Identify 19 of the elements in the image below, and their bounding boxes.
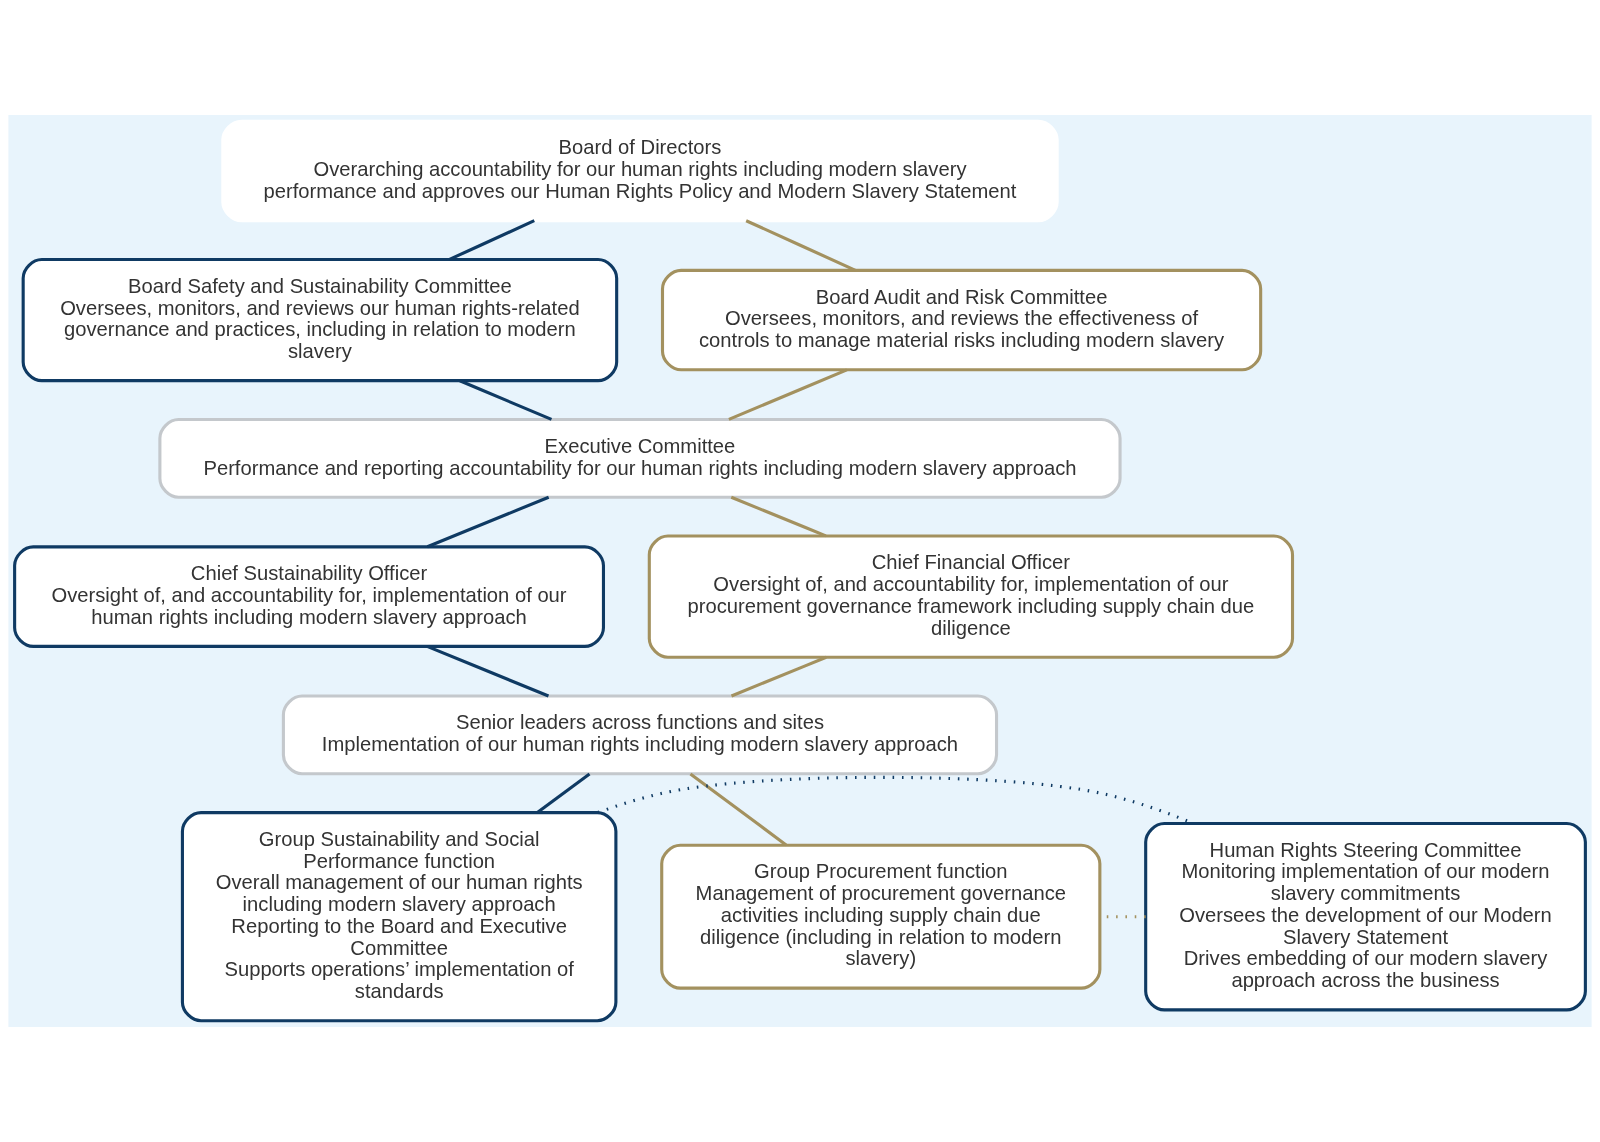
node-box: Human Rights Steering Committee Monitoring implementation of our modern slavery commitments Oversees the development of our Modern Slavery Statement Drives embedding of our modern slavery approach across the business (1144, 821, 1587, 1012)
node-box: Board Audit and Risk Committee Oversees, monitors, and reviews the effectiveness of controls to manage material risks including modern slavery (660, 268, 1263, 372)
node-box: Executive Committee Performance and reporting accountability for our human rights including modern slavery approach (158, 417, 1122, 499)
node-box: Chief Financial Officer Oversight of, and accountability for, implementation of our procurement governance framework including supply chain due diligence (647, 534, 1295, 659)
node-box: Board Safety and Sustainability Committee Oversees, monitors, and reviews our human rights-related governance and practices, including in relation to modern slavery (21, 257, 619, 383)
connector (730, 495, 827, 538)
connector (728, 368, 848, 421)
connector (730, 655, 827, 698)
node-box: Group Sustainability and Social Performance function Overall management of our human rights including modern slavery approach Reporting to the Board and Executive Committee Supports operations’ implementation of standards (180, 811, 618, 1023)
node-box: Senior leaders across functions and sites Implementation of our human rights including modern slavery approach (281, 694, 999, 776)
node-box: Group Procurement function Management of procurement governance activities including supply chain due diligence (including in relation to modern slavery) (660, 843, 1102, 990)
connector (745, 219, 857, 272)
connector (459, 379, 553, 421)
connector (536, 772, 591, 814)
connector (448, 219, 535, 261)
node-box: Chief Sustainability Officer Oversight of, and accountability for, implementation of our human rights including modern slavery approach (13, 545, 605, 648)
connector (689, 772, 788, 847)
connector (426, 495, 550, 549)
node-box: Board of Directors Overarching accountability for our human rights including modern slavery performance and approves our Human Rights Policy and Modern Slavery Statement (221, 119, 1059, 223)
